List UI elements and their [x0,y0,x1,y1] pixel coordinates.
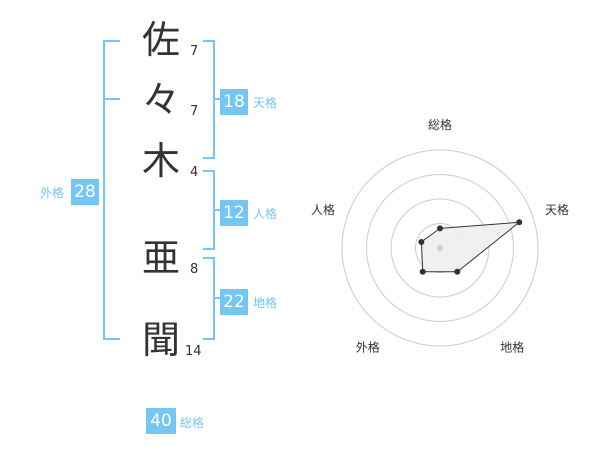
chikaku-bracket-tick [214,297,220,299]
radar-ring [341,149,539,347]
stroke-count-4: 8 [190,262,199,277]
stroke-count-2: 7 [190,104,199,119]
radar-point [418,238,425,245]
axis-label-tenkaku: 天格 [545,202,569,217]
radar-center-dot [437,245,443,251]
axis-label-soukaku: 総格 [428,117,452,132]
radar-point [437,225,443,232]
gaikaku-bracket [103,40,120,340]
soukaku-value-badge: 40 [146,408,176,434]
jinkaku-value-badge: 12 [220,200,248,226]
radar-point [419,268,426,275]
stroke-count-5: 14 [185,344,202,359]
fortune-radar-chart: 総格 天格 地格 外格 人格 [311,117,569,355]
axis-label-jinkaku: 人格 [311,202,335,217]
name-char-5: 聞 [141,318,180,362]
chikaku-label: 地格 [253,296,278,310]
jinkaku-bracket-tick [214,209,220,211]
stroke-count-1: 7 [190,44,199,59]
chikaku-value-badge: 22 [220,289,248,315]
gaikaku-label: 外格 [40,186,65,200]
name-char-2: 々 [141,78,180,122]
radar-point [516,219,523,226]
tenkaku-bracket-tick [214,98,220,100]
soukaku-label: 総格 [180,416,205,430]
gaikaku-value-badge: 28 [71,179,99,205]
name-char-3: 木 [141,139,180,183]
tenkaku-label: 天格 [253,96,278,110]
tenkaku-value-badge: 18 [220,89,248,115]
name-char-4: 亜 [141,236,180,280]
jinkaku-label: 人格 [253,207,278,221]
axis-label-chikaku: 地格 [500,340,524,355]
axis-label-gaikaku: 外格 [356,340,380,355]
gaikaku-bracket-tick [105,98,120,100]
stroke-count-3: 4 [190,165,199,180]
radar-point [454,268,461,275]
radar-ring [390,198,490,298]
name-char-1: 佐 [141,18,180,62]
radar-points [418,219,523,275]
radar-area [420,221,521,273]
radar-ring [366,174,514,322]
